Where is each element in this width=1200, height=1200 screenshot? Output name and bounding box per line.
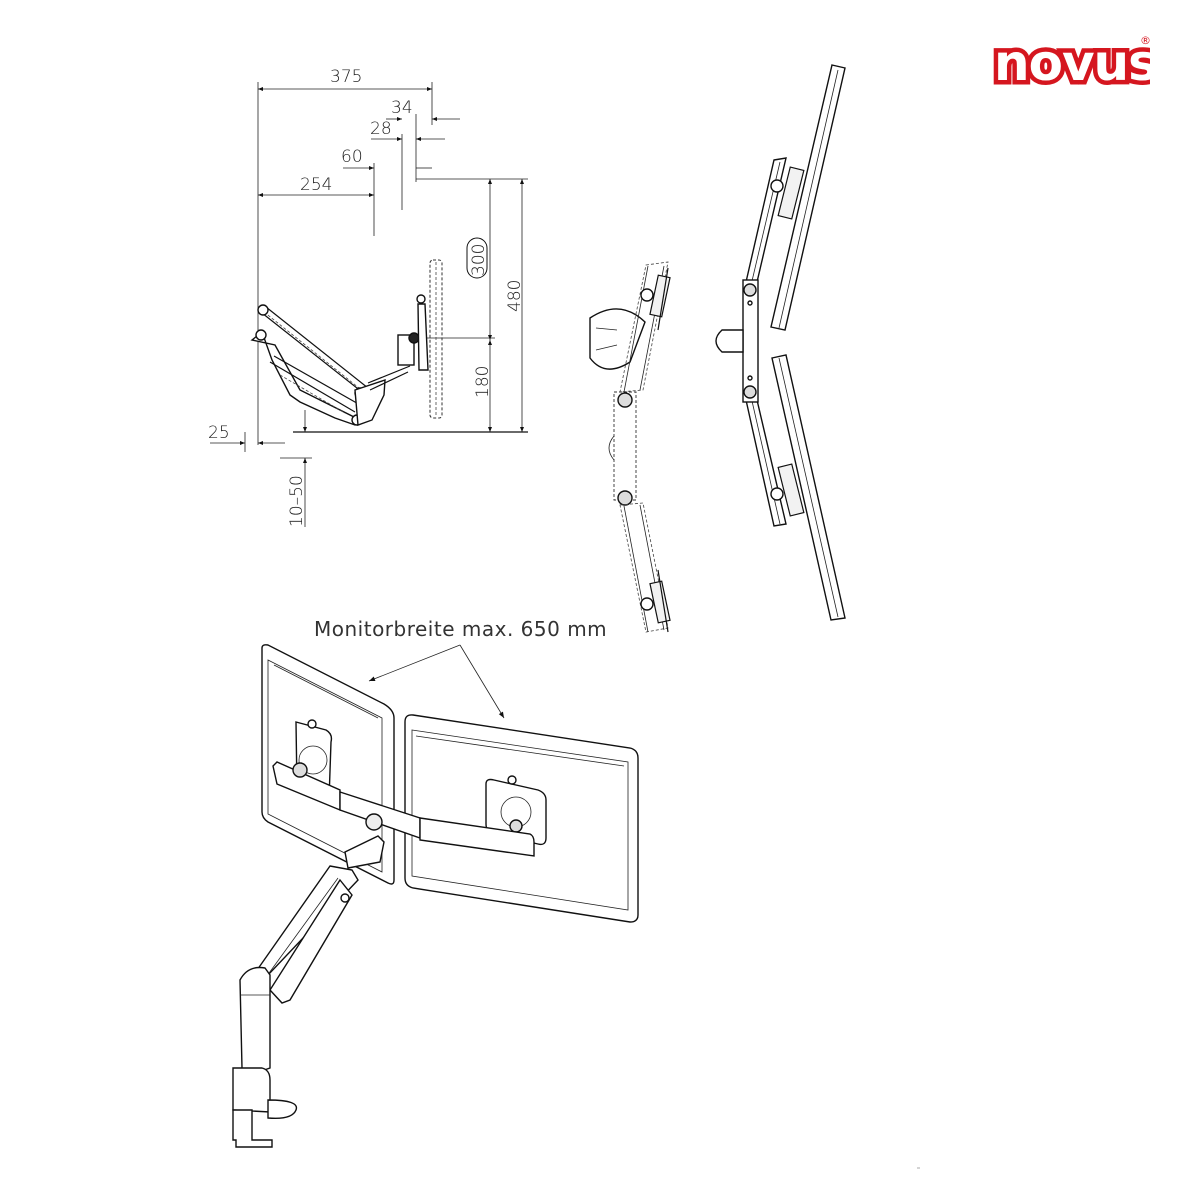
novus-logo: novus ® [990, 30, 1163, 97]
top-view-monitors [715, 64, 846, 621]
dim-254: 254 [300, 175, 332, 195]
dim-10-50: 10–50 [287, 475, 307, 527]
side-view-arm [250, 259, 443, 426]
dim-300: 300 [469, 244, 489, 276]
dim-28: 28 [370, 119, 392, 139]
side-view: 375 34 28 60 254 300 180 480 [208, 67, 528, 527]
dim-180: 180 [473, 366, 493, 398]
dim-60: 60 [341, 147, 363, 167]
logo-text: novus [994, 34, 1150, 92]
dim-480: 480 [505, 280, 525, 312]
perspective-view: Monitorbreite max. 650 mm [232, 617, 639, 1148]
top-view-curved [589, 261, 671, 633]
dim-34: 34 [391, 98, 413, 118]
dim-375: 375 [330, 67, 362, 87]
monitor-width-caption: Monitorbreite max. 650 mm [314, 617, 607, 641]
dim-25: 25 [208, 423, 230, 443]
registered-mark: ® [1140, 34, 1150, 47]
